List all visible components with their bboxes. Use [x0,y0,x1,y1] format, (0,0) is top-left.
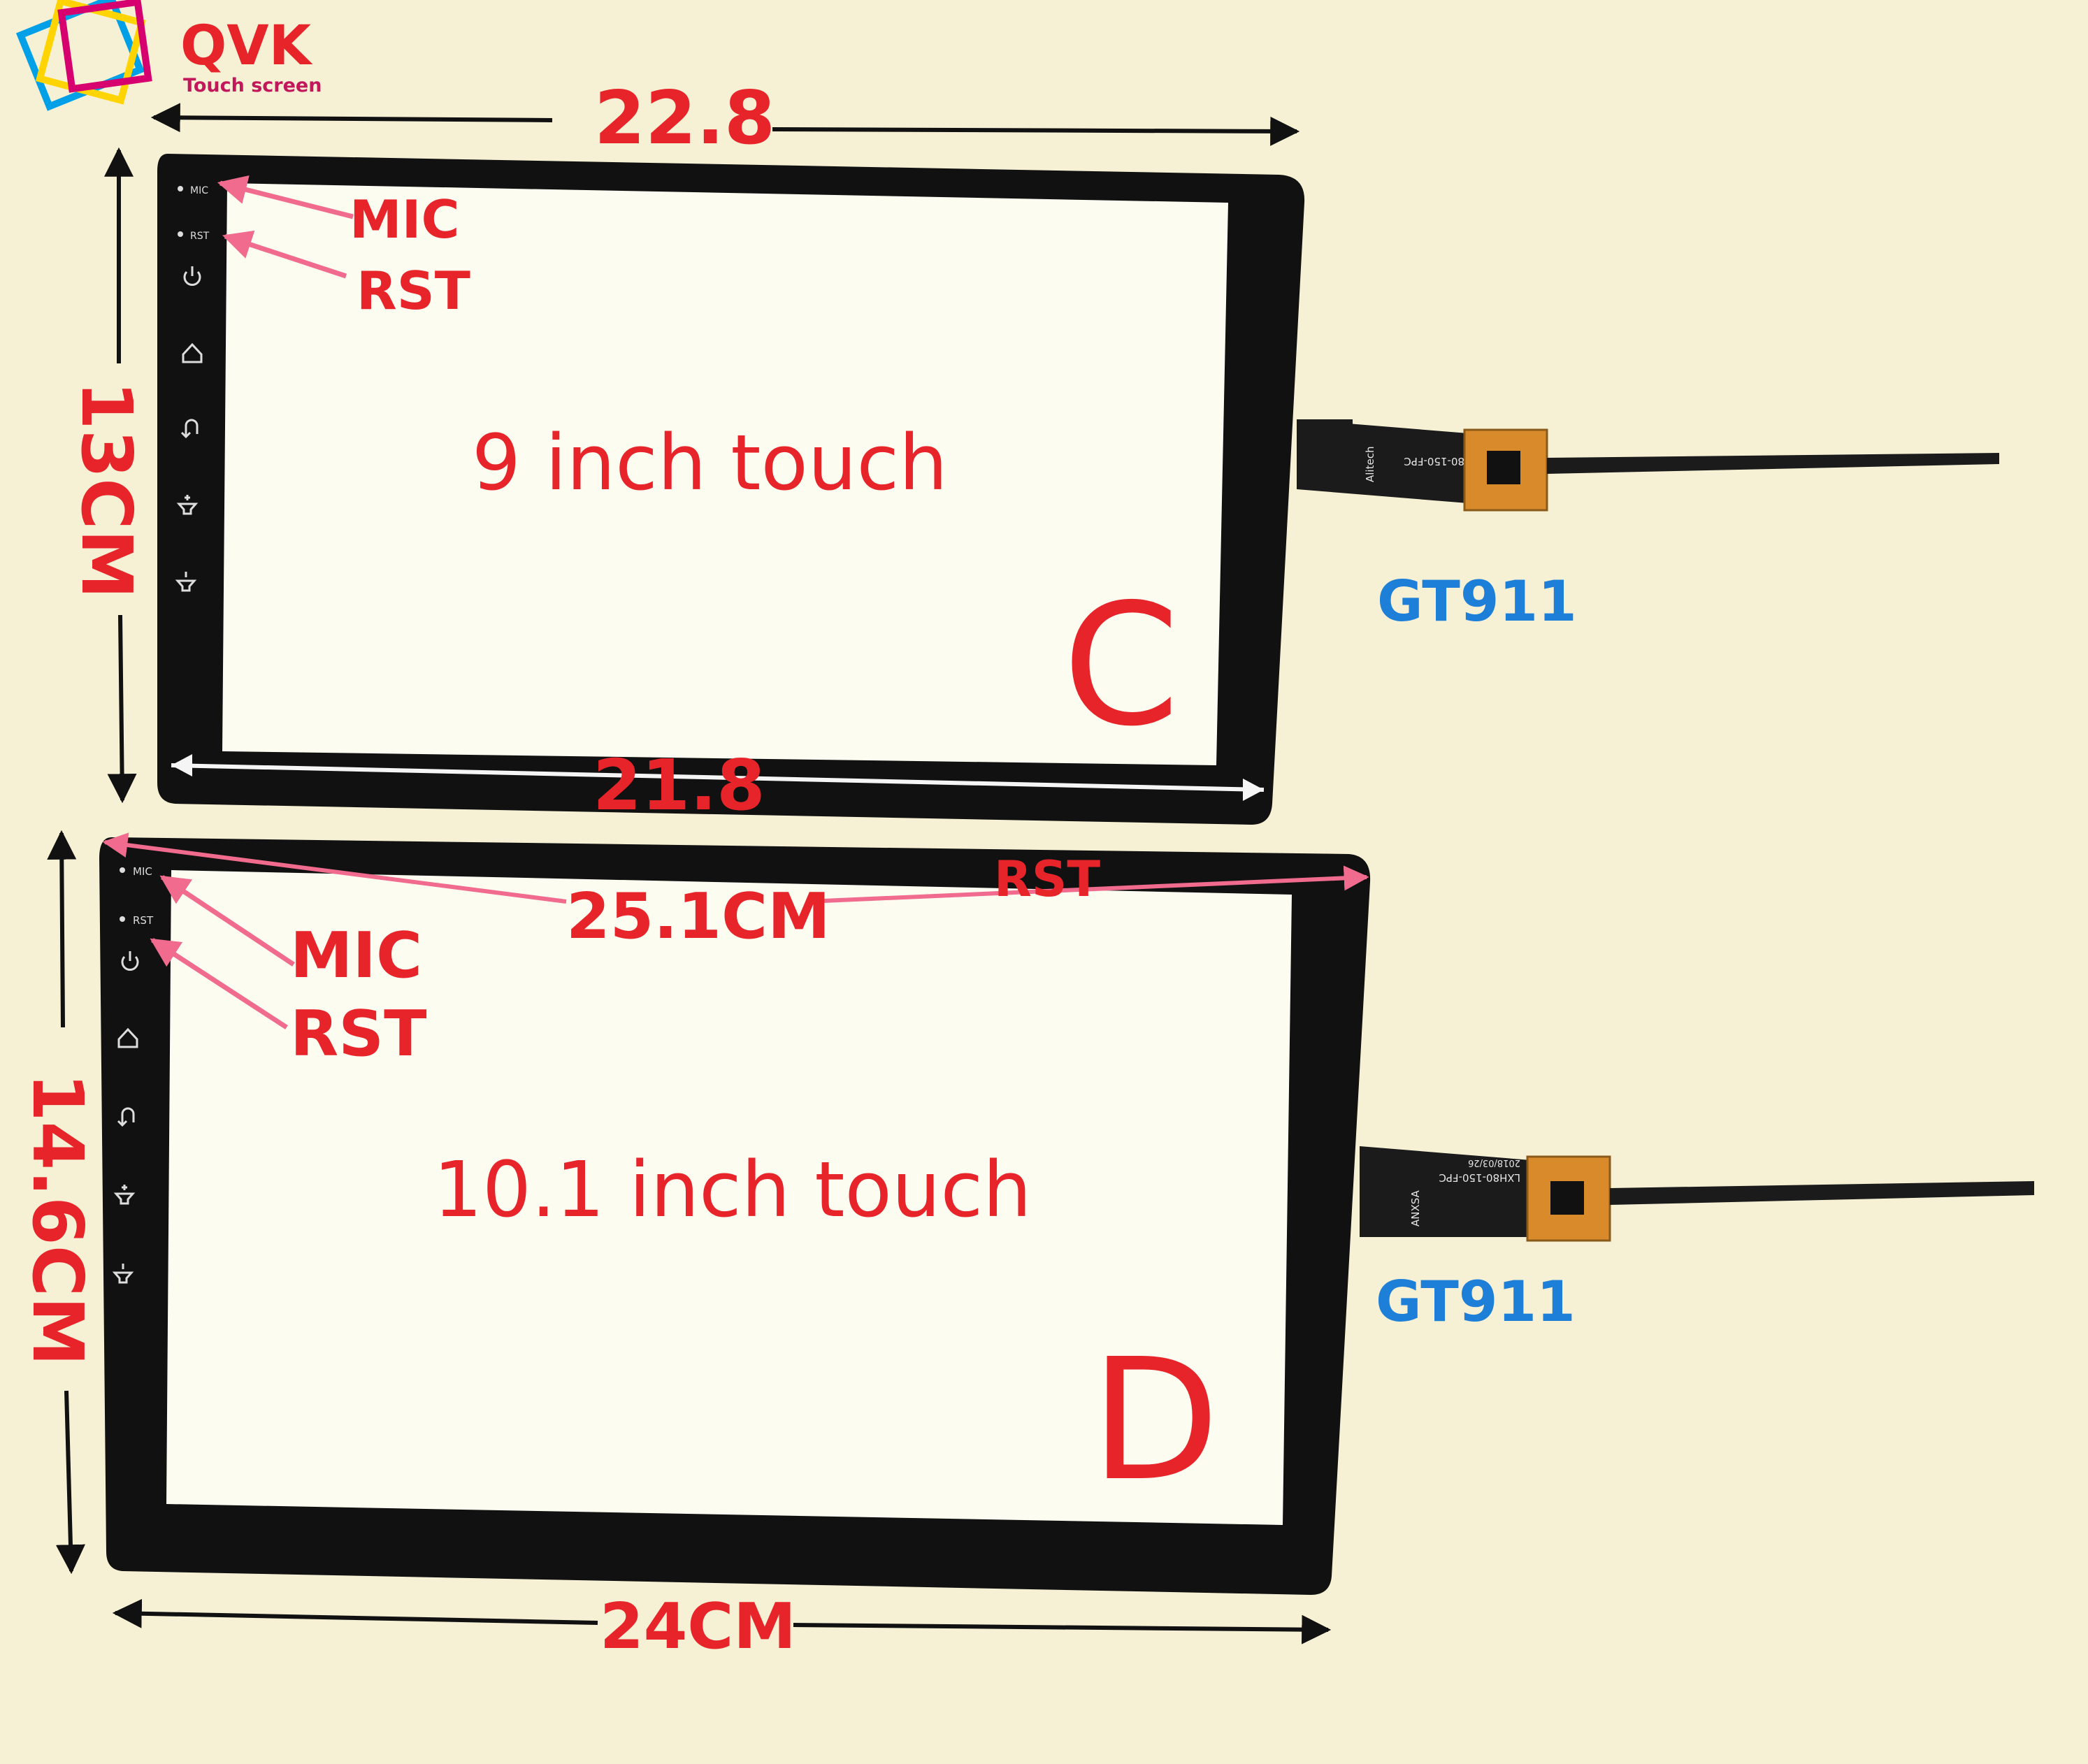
rst-callout-label-d: RST [290,997,427,1071]
fpc-part-c: 80-150-FPC [1404,455,1464,468]
width-label-d: 24CM [600,1590,796,1663]
volume-up-icon [113,1185,136,1205]
home-icon [182,342,203,363]
width-outer-arrow-left-c [150,103,553,133]
height-label-d: 14.6CM [17,1073,99,1366]
home-icon [117,1027,138,1048]
fpc-lead-d [1610,1181,2034,1205]
volume-down-icon [112,1264,134,1284]
mic-callout-label-c: MIC [350,189,460,250]
mic-callout-arrow-c [217,175,354,219]
brand-logo: QVK Touch screen [15,0,322,111]
ic-label-c: GT911 [1377,569,1577,634]
back-icon [117,1107,135,1127]
panel-d: ANXSA LXH80-150-FPC 2018/03/26 MIC RST [17,830,2034,1663]
viewing-area-c [222,183,1228,765]
bezel-mic-label-c: MIC [190,185,208,196]
rst-hole-d [120,916,125,922]
touch-ic-chip-c [1487,451,1520,484]
mic-callout-label-d: MIC [290,919,422,992]
fpc-ribbon-d [1360,1146,1531,1237]
volume-down-icon [175,572,197,592]
logo-mark-icon [15,0,152,111]
viewing-area-d [166,870,1292,1525]
diagonal-arrow-right-d [807,865,1369,904]
back-icon [180,419,199,439]
fpc-part-d: LXH80-150-FPC [1439,1171,1520,1184]
rst-top-label-d: RST [994,851,1100,908]
panel-c: Alitech 80-150-FPC MIC RST [66,75,1999,826]
fpc-vendor-c: Alitech [1364,447,1376,482]
rst-callout-arrow-d [150,938,288,1029]
model-letter-d: D [1090,1322,1220,1518]
bezel-rst-label-d: RST [133,914,154,927]
width-arrow-left-d [112,1598,598,1628]
rst-callout-label-c: RST [357,260,470,321]
width-inner-arrow-right-c [1243,779,1264,801]
width-outer-label-c: 22.8 [594,75,775,161]
bezel-rst-label-c: RST [190,231,210,242]
bezel-mic-label-d: MIC [133,865,152,878]
diagonal-label-d: 25.1CM [566,880,830,953]
model-letter-c: C [1063,567,1180,763]
touch-ic-chip-d [1550,1181,1584,1215]
power-icon [121,951,139,971]
rst-callout-arrow-c [222,230,347,279]
brand-tagline: Touch screen [183,75,322,96]
width-inner-line-c [171,763,1265,792]
chip-board-d [1526,1155,1611,1242]
ic-label-d: GT911 [1376,1269,1576,1334]
width-inner-arrow-left-c [171,754,192,776]
diagonal-arrow-left-d [102,832,567,904]
fpc-lead-c [1547,453,1999,474]
mic-callout-arrow-d [159,875,295,967]
power-icon [183,266,201,286]
fpc-vendor-d: ANXSA [1409,1190,1422,1227]
width-inner-label-c: 21.8 [593,744,765,826]
rst-hole-c [178,231,183,237]
brand-name: QVK [180,15,313,78]
height-label-c: 13CM [66,381,147,599]
width-arrow-right-d [793,1614,1332,1644]
height-arrow-bottom-c [107,614,137,804]
fpc-ribbon-c [1297,419,1468,503]
fpc-date-d: 2018/03/26 [1468,1157,1520,1168]
panel-size-label-c: 9 inch touch [472,418,948,507]
height-arrow-bottom-d [55,1390,85,1575]
volume-up-icon [176,495,199,515]
mic-hole-c [178,186,183,191]
panel-size-label-d: 10.1 inch touch [433,1145,1032,1234]
width-outer-arrow-right-c [772,116,1300,146]
height-arrow-top-d [47,830,77,1028]
mic-hole-d [120,867,125,873]
